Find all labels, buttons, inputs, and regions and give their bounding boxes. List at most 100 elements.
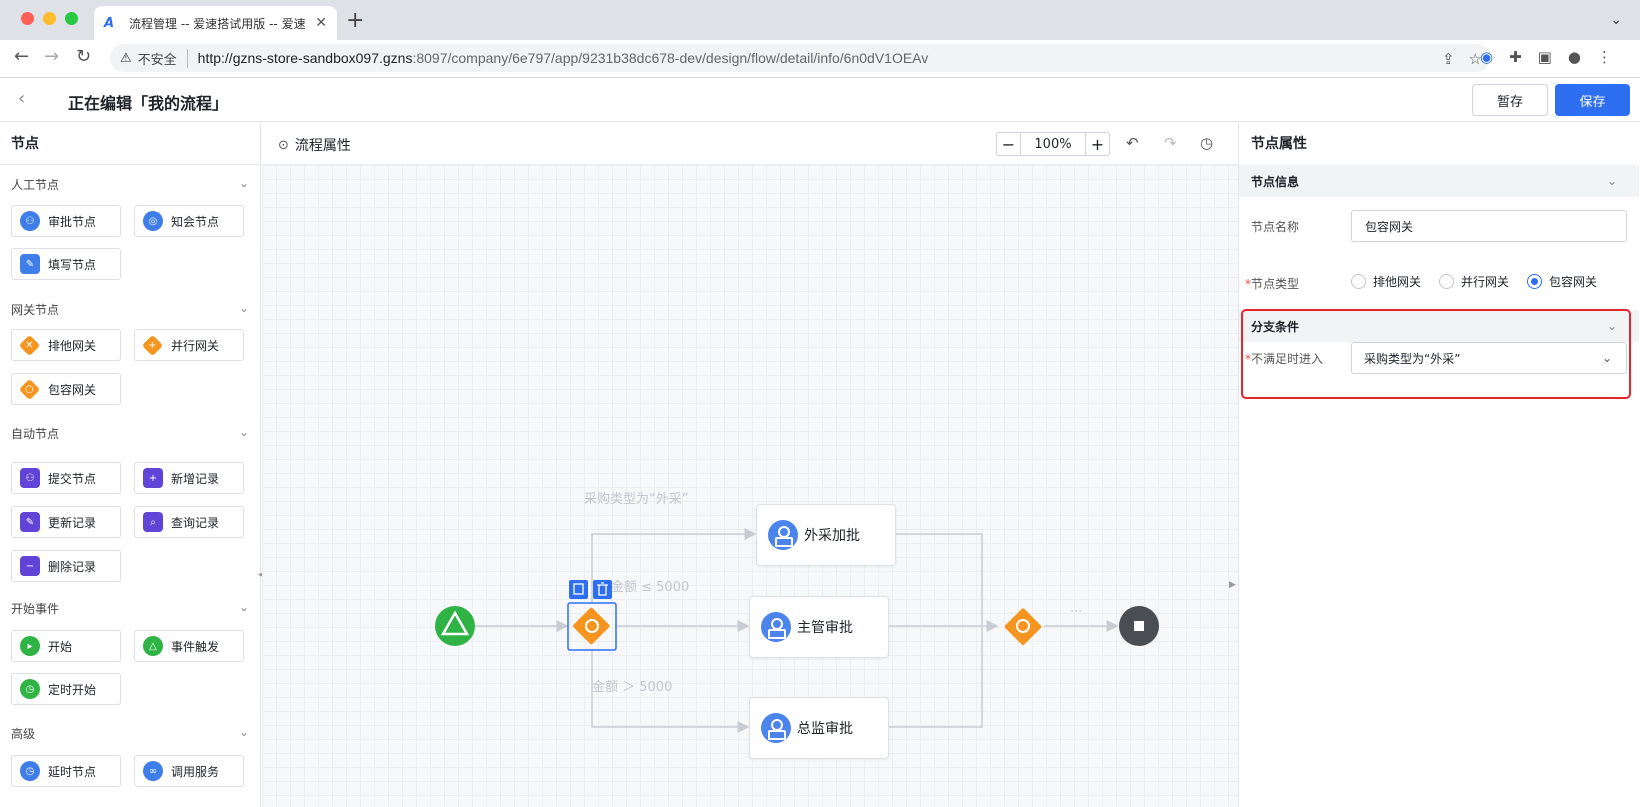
flow-canvas[interactable]: 采购类型为“外采” 金额 ≤ 5000 金额 ＞ 5000 ... 外采加批 主… — [262, 123, 1238, 807]
form-fill-icon: ✎ — [20, 254, 40, 274]
new-tab-button[interactable]: + — [346, 8, 365, 33]
flow-properties-label: 流程属性 — [294, 138, 351, 154]
redo-icon[interactable]: ↷ — [1164, 134, 1177, 152]
node-director-approve[interactable]: 总监审批 — [749, 697, 889, 759]
submit-icon: ⚇ — [20, 468, 40, 488]
node-label: 排他网关 — [48, 338, 97, 353]
extension-icon[interactable]: ◉ — [1480, 48, 1494, 66]
group-gateway-header[interactable]: 网关节点⌄ — [11, 301, 249, 318]
node-manager-approve[interactable]: 主管审批 — [749, 596, 889, 658]
delete-record-icon: − — [20, 556, 40, 576]
profile-avatar-icon[interactable]: ● — [1567, 48, 1581, 66]
address-bar[interactable]: ⚠ 不安全 http://gzns-store-sandbox097.gzns:… — [110, 44, 1490, 72]
group-auto-header[interactable]: 自动节点⌄ — [11, 425, 249, 442]
radio-label: 包容网关 — [1549, 275, 1598, 289]
save-button[interactable]: 保存 — [1555, 84, 1630, 116]
node-label: 更新记录 — [48, 515, 97, 530]
browser-menu-icon[interactable]: ⋮ — [1596, 48, 1612, 66]
node-label: 定时开始 — [48, 682, 97, 697]
node-delete-record[interactable]: −删除记录 — [11, 550, 121, 582]
radio-exclusive[interactable]: 排他网关 — [1351, 273, 1421, 290]
node-parallel-gateway[interactable]: +并行网关 — [134, 329, 244, 361]
node-delay[interactable]: ◷延时节点 — [11, 755, 121, 787]
node-label: 包容网关 — [48, 382, 97, 397]
sidepanel-icon[interactable]: ▣ — [1537, 48, 1552, 66]
delay-clock-icon: ◷ — [20, 761, 40, 781]
node-update-record[interactable]: ✎更新记录 — [11, 506, 121, 538]
node-properties-title: 节点属性 — [1251, 136, 1307, 152]
window-minimize-button[interactable] — [43, 12, 56, 25]
start-event-node — [435, 606, 475, 646]
fallback-branch-select[interactable]: 采购类型为“外采” ⌄ — [1351, 342, 1627, 374]
forward-arrow-icon[interactable]: → — [44, 46, 60, 67]
collapse-right-panel-icon[interactable]: ▶ — [1229, 580, 1236, 590]
node-call-service[interactable]: ∞调用服务 — [134, 755, 244, 787]
node-timer-start[interactable]: ◷定时开始 — [11, 673, 121, 705]
radio-label: 排他网关 — [1373, 275, 1422, 289]
node-fill[interactable]: ✎填写节点 — [11, 248, 121, 280]
node-label: 提交节点 — [48, 471, 97, 486]
browser-tab-active[interactable]: A 流程管理 -- 爱速搭试用版 -- 爱速 ✕ — [94, 6, 337, 40]
approve-icon: ⚇ — [20, 211, 40, 231]
exclusive-gateway-icon: ✕ — [18, 334, 41, 356]
zoom-out-button[interactable]: − — [997, 133, 1021, 155]
section-label: 节点信息 — [1251, 174, 1300, 189]
radio-parallel[interactable]: 并行网关 — [1439, 273, 1509, 290]
link-icon: ∞ — [143, 761, 163, 781]
undo-icon[interactable]: ↶ — [1126, 134, 1139, 152]
chevron-down-icon: ⌄ — [238, 725, 249, 739]
tab-close-icon[interactable]: ✕ — [315, 15, 327, 31]
save-draft-button[interactable]: 暂存 — [1472, 84, 1548, 116]
edge-director-merge — [888, 626, 983, 728]
approver-avatar-icon — [768, 520, 798, 550]
node-exclusive-gateway[interactable]: ✕ 排他网关 — [11, 329, 121, 361]
node-palette: 节点 人工节点⌄ ⚇审批节点 ◎知会节点 ✎填写节点 网关节点⌄ ✕排他网关 +… — [0, 123, 261, 807]
node-label: 开始 — [48, 639, 73, 654]
reload-icon[interactable]: ↻ — [76, 46, 92, 67]
share-icon[interactable]: ⇪ — [1441, 50, 1455, 68]
tab-search-chevron-icon[interactable]: ⌄ — [1610, 12, 1622, 28]
window-close-button[interactable] — [21, 12, 34, 25]
flow-properties-button[interactable]: ⊙ 流程属性 — [278, 135, 351, 155]
node-event-trigger[interactable]: △事件触发 — [134, 630, 244, 662]
app-logo-icon: A — [104, 16, 115, 31]
edge-label-gt5000: 金额 ＞ 5000 — [592, 680, 673, 695]
start-triangle-icon — [440, 610, 470, 636]
group-advanced-header[interactable]: 高级 ⌄ — [11, 725, 249, 742]
browser-toolbar: ← → ↻ ⚠ 不安全 http://gzns-store-sandbox097… — [0, 40, 1640, 78]
node-name-input[interactable]: 包容网关 — [1351, 210, 1627, 242]
group-label: 自动节点 — [11, 427, 60, 441]
group-label: 开始事件 — [11, 602, 60, 616]
node-approve[interactable]: ⚇审批节点 — [11, 205, 121, 237]
collapse-left-panel-icon[interactable]: ◀ — [258, 570, 266, 606]
history-clock-icon[interactable]: ◷ — [1200, 134, 1214, 152]
group-manual-header[interactable]: 人工节点⌄ — [11, 176, 249, 193]
section-branch-condition[interactable]: 分支条件 ⌄ — [1239, 310, 1639, 342]
node-submit[interactable]: ⚇ 提交节点 — [11, 462, 121, 494]
approver-avatar-icon — [761, 713, 791, 743]
merge-gateway-node — [1004, 608, 1042, 645]
zoom-control: − 100% + — [996, 132, 1110, 156]
query-record-icon: ⌕ — [143, 512, 163, 532]
highlight-box — [1241, 309, 1631, 399]
node-inclusive-gateway[interactable]: ○包容网关 — [11, 373, 121, 405]
zoom-level[interactable]: 100% — [1034, 136, 1072, 152]
node-start[interactable]: ▸开始 — [11, 630, 121, 662]
window-zoom-button[interactable] — [65, 12, 78, 25]
group-start-header[interactable]: 开始事件⌄ — [11, 600, 249, 617]
radio-circle — [1439, 274, 1455, 289]
node-query-record[interactable]: ⌕查询记录 — [134, 506, 244, 538]
node-add-record[interactable]: +新增记录 — [134, 462, 244, 494]
back-arrow-icon[interactable]: ← — [14, 46, 30, 67]
browser-tabbar: A 流程管理 -- 爱速搭试用版 -- 爱速 ✕ + ⌄ — [0, 0, 1640, 40]
puzzle-icon[interactable]: ✚ — [1509, 48, 1522, 66]
zoom-in-button[interactable]: + — [1085, 133, 1109, 155]
edge-label-outsource: 采购类型为“外采” — [584, 492, 689, 507]
group-label: 高级 — [11, 727, 36, 741]
node-outsource-approve[interactable]: 外采加批 — [756, 504, 896, 566]
bookmark-star-icon[interactable]: ☆ — [1468, 50, 1482, 68]
back-chevron-icon[interactable]: ‹ — [18, 88, 26, 109]
radio-inclusive[interactable]: 包容网关 — [1527, 273, 1597, 290]
node-notify[interactable]: ◎知会节点 — [134, 205, 244, 237]
section-node-info[interactable]: 节点信息 ⌄ — [1239, 165, 1639, 197]
